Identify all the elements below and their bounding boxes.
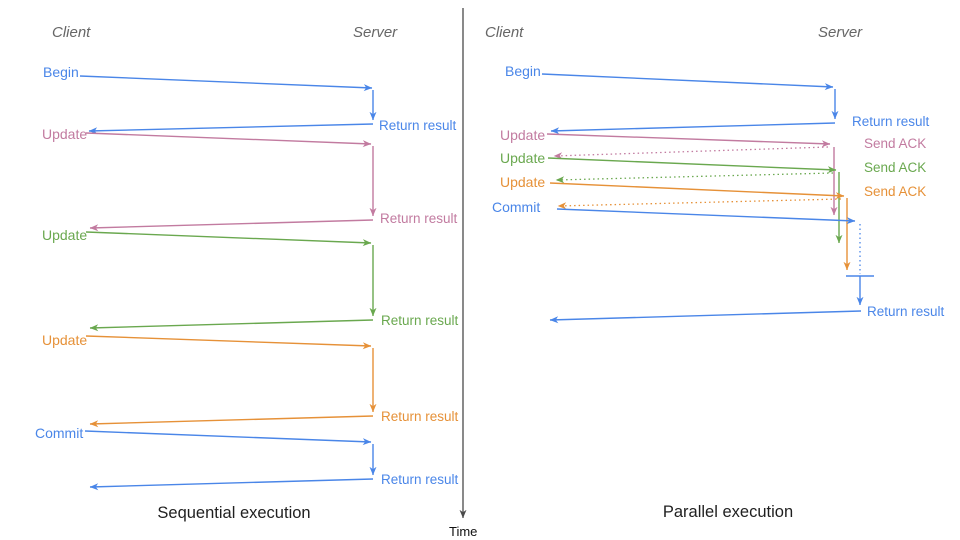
message-label-commit: Commit (492, 199, 540, 215)
panel-title-sequential: Sequential execution (157, 504, 310, 522)
message-label-update-3: Update (500, 174, 545, 190)
request-arrow (79, 75, 373, 92)
request-arrow (546, 133, 831, 148)
ack-arrow (553, 146, 829, 160)
ack-arrow (557, 198, 842, 210)
response-label: Return result (381, 313, 459, 328)
server-header: Server (818, 24, 863, 41)
message-label-update-1: Update (42, 126, 87, 142)
server-header: Server (353, 24, 398, 41)
message-label-commit: Commit (35, 425, 83, 441)
response-arrow (89, 478, 374, 491)
time-axis: Time (449, 8, 477, 539)
request-arrow (549, 182, 845, 200)
response-label: Send ACK (864, 184, 926, 199)
time-axis-label: Time (449, 524, 477, 539)
message-label-begin: Begin (505, 63, 541, 79)
sequential-panel: Client Server Begin Return result Update… (35, 24, 459, 522)
request-arrow (556, 208, 856, 225)
message-label-update-1: Update (500, 127, 545, 143)
ack-arrow (555, 172, 834, 184)
request-arrow (547, 157, 837, 174)
request-arrow (85, 231, 372, 247)
parallel-panel: Client Server Begin Return result Update… (485, 24, 945, 521)
response-arrow (88, 123, 374, 135)
message-label-update-3: Update (42, 332, 87, 348)
response-arrow (550, 122, 836, 135)
message-label-update-2: Update (500, 150, 545, 166)
response-label: Send ACK (864, 160, 926, 175)
response-label: Return result (380, 211, 458, 226)
response-label: Return result (381, 472, 459, 487)
response-label: Return result (379, 118, 457, 133)
response-arrow (89, 319, 374, 332)
client-header: Client (52, 24, 91, 41)
response-label: Return result (867, 304, 945, 319)
request-arrow (85, 132, 372, 148)
request-arrow (84, 430, 372, 446)
request-arrow (85, 335, 372, 350)
message-label-begin: Begin (43, 64, 79, 80)
client-header: Client (485, 24, 524, 41)
request-arrow (541, 73, 834, 91)
response-arrow (89, 219, 374, 232)
message-label-update-2: Update (42, 227, 87, 243)
response-label: Return result (852, 114, 930, 129)
panel-title-parallel: Parallel execution (663, 503, 793, 521)
response-arrow (549, 310, 862, 324)
response-label: Send ACK (864, 136, 926, 151)
response-arrow (89, 415, 374, 428)
response-label: Return result (381, 409, 459, 424)
